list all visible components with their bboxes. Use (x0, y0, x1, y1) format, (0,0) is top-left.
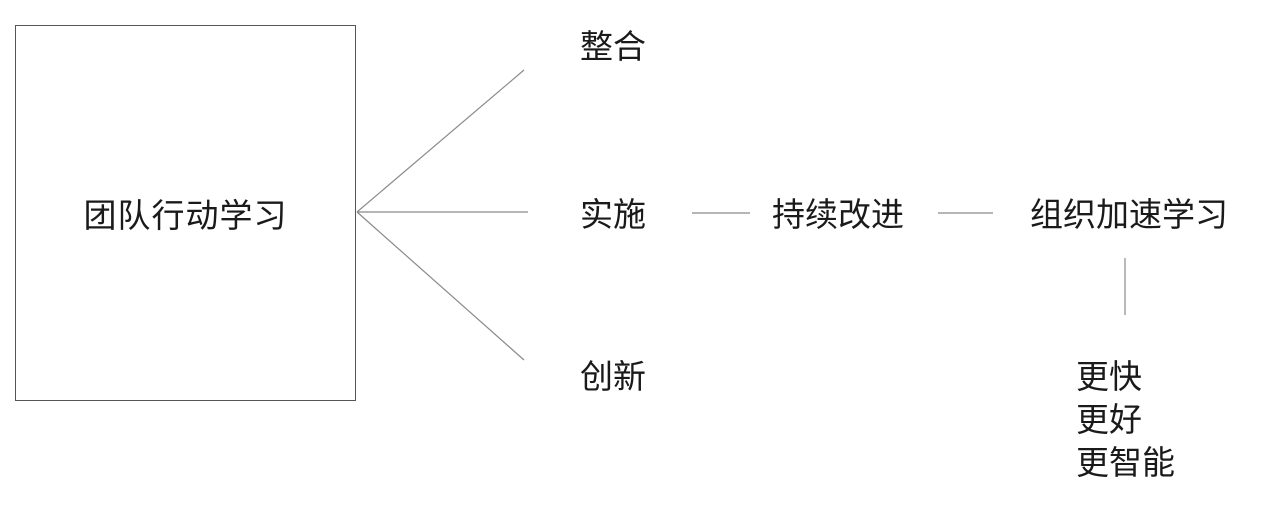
branch-innovation-label: 创新 (580, 357, 646, 396)
team-action-learning-box: 团队行动学习 (15, 25, 356, 401)
connector-to-innovation (356, 211, 525, 361)
outcomes-list: 更快 更好 更智能 (1076, 355, 1175, 484)
connector-to-integration (356, 69, 525, 213)
outcome-item: 更智能 (1076, 443, 1175, 482)
branch-implementation-label: 实施 (580, 195, 646, 234)
outcome-item: 更好 (1076, 400, 1142, 439)
org-accelerated-learning-label: 组织加速学习 (1030, 195, 1228, 234)
team-action-learning-label: 团队行动学习 (83, 196, 288, 235)
continuous-improvement-label: 持续改进 (772, 195, 904, 234)
branch-integration-label: 整合 (580, 27, 646, 66)
outcome-item: 更快 (1076, 357, 1142, 396)
